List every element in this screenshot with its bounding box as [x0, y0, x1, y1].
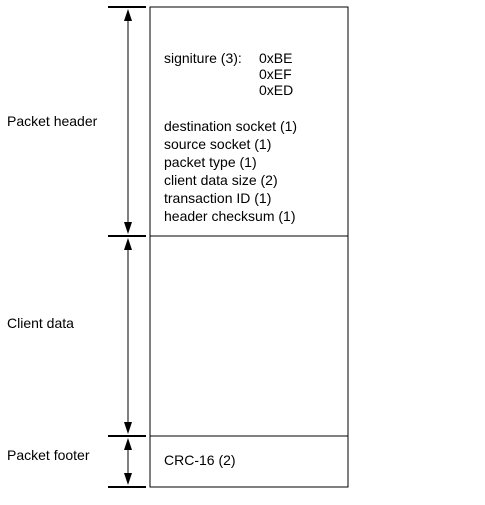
header-field-packet-type: packet type (1) — [164, 154, 257, 170]
header-field-transaction-id: transaction ID (1) — [164, 190, 271, 206]
footer-field-crc16: CRC-16 (2) — [164, 452, 236, 468]
header-field-source-socket: source socket (1) — [164, 136, 271, 152]
client-data-span-arrow — [124, 238, 132, 434]
arrowhead-down-icon — [124, 473, 132, 485]
packet-footer-box — [149, 435, 349, 488]
client-data-label: Client data — [7, 315, 74, 331]
packet-header-label: Packet header — [7, 113, 98, 129]
signature-byte-1: 0xBE — [259, 50, 292, 66]
packet-footer-label: Packet footer — [7, 447, 90, 463]
header-field-header-checksum: header checksum (1) — [164, 208, 296, 224]
header-field-signature: signiture (3): — [164, 50, 242, 66]
arrowhead-up-icon — [124, 238, 132, 250]
client-data-box — [149, 235, 349, 437]
arrowhead-down-icon — [124, 422, 132, 434]
arrowhead-up-icon — [124, 438, 132, 450]
arrowhead-up-icon — [124, 9, 132, 21]
packet-header-box — [149, 6, 349, 237]
signature-byte-2: 0xEF — [259, 66, 292, 82]
signature-byte-3: 0xED — [259, 82, 293, 98]
header-field-destination-socket: destination socket (1) — [164, 118, 297, 134]
packet-header-span-arrow — [124, 9, 132, 234]
header-field-client-data-size: client data size (2) — [164, 172, 278, 188]
packet-footer-span-arrow — [124, 438, 132, 485]
arrowhead-down-icon — [124, 222, 132, 234]
